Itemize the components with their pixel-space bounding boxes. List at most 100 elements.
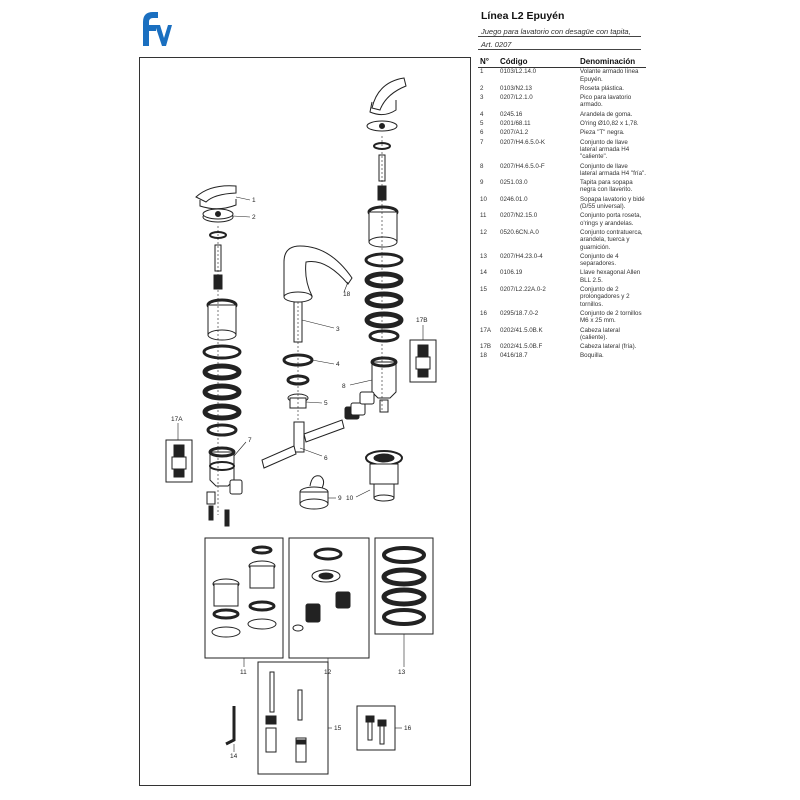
table-row: 12 0520.6CN.A.0 Conjunto contratuerca, ara… — [478, 229, 646, 253]
cell-name: Boquilla. — [580, 352, 604, 360]
cell-no: 8 — [480, 162, 484, 170]
kit-15-box — [257, 661, 329, 775]
callout-labels: 1 2 3 4 5 6 7 8 9 10 11 12 13 14 15 16 1… — [171, 197, 428, 760]
cell-name: Roseta plástica. — [580, 84, 625, 92]
cell-name: Conjunto de llave lateral armada H4 "cal… — [580, 138, 630, 161]
callout-16: 16 — [404, 725, 412, 732]
callout-17a: 17A — [171, 416, 183, 423]
cell-name: Arandela de goma. — [580, 110, 633, 118]
cell-name: Cabeza lateral (fría). — [580, 343, 637, 351]
cell-name: Tapita para sopapa negra con llaverito. — [580, 179, 633, 194]
spout-body — [283, 245, 353, 297]
table-row: 18 0416/18.7 Boquilla. — [478, 352, 646, 361]
cell-name: Sopapa lavatorio y bidé (D/55 universal)… — [580, 195, 645, 211]
cell-code: 0246.01.0 — [500, 195, 528, 203]
callout-9: 9 — [338, 495, 342, 502]
kit-12-box — [288, 537, 370, 659]
callout-8: 8 — [342, 383, 346, 390]
cell-no: 13 — [480, 252, 487, 260]
cell-no: 7 — [480, 138, 484, 146]
subtitle-divider — [478, 49, 641, 50]
cell-no: 14 — [480, 269, 487, 277]
page-title: Línea L2 Epuyén — [481, 10, 565, 22]
cell-name: O'ring Ø10,82 x 1,78. — [580, 120, 639, 128]
cell-no: 3 — [480, 94, 484, 102]
cell-code: 0207/A1.2 — [500, 129, 529, 137]
callout-15: 15 — [334, 725, 342, 732]
callout-10: 10 — [346, 495, 354, 502]
right-valve-assembly — [359, 77, 407, 413]
table-row: 6 0207/A1.2 Pieza "T" negra. — [478, 129, 646, 138]
callout-1: 1 — [252, 197, 256, 204]
column-header-no: N° — [478, 57, 500, 69]
cell-code: 0106.19 — [500, 269, 523, 277]
cell-code: 0207/H4.6.5.0-K — [500, 138, 546, 146]
cell-name: Conjunto de 4 separadores. — [580, 252, 619, 268]
diagram-frame — [139, 57, 471, 786]
callout-14: 14 — [230, 753, 238, 760]
cell-code: 0416/18.7 — [500, 352, 528, 360]
cell-no: 9 — [480, 179, 484, 187]
callout-3: 3 — [336, 326, 340, 333]
cell-no: 6 — [480, 129, 484, 137]
cell-code: 0207/H4.6.5.0-F — [500, 162, 545, 170]
cell-no: 18 — [480, 352, 487, 360]
cell-name: Conjunto de 2 tornillos M6 x 25 mm. — [580, 309, 642, 325]
cell-code: 0202/41.5.0B.K — [500, 326, 543, 334]
table-row: 8 0207/H4.6.5.0-F Conjunto de llave latera… — [478, 163, 646, 180]
table-row: 7 0207/H4.6.5.0-K Conjunto de llave latera… — [478, 139, 646, 163]
cell-name: Pico para lavatorio armado. — [580, 94, 632, 109]
cell-code: 0103/L2.14.0 — [500, 68, 537, 76]
cell-no: 4 — [480, 110, 484, 118]
cell-code: 0202/41.5.0B.F — [500, 343, 543, 351]
cell-no: 17B — [480, 343, 492, 351]
column-header-name: Denominación — [580, 57, 646, 69]
parts-table-header: N° Código Denominación — [478, 57, 646, 69]
pop-up-drain — [365, 450, 403, 502]
table-row: 17B 0202/41.5.0B.F Cabeza lateral (fría). — [478, 343, 646, 352]
cell-name: Cabeza lateral (caliente). — [580, 326, 620, 341]
cell-code: 0295/18.7.0-2 — [500, 309, 539, 317]
leader-lines — [177, 196, 424, 752]
cell-name: Conjunto de llave lateral armada H4 "frí… — [580, 162, 646, 177]
fv-logo-icon — [143, 12, 172, 46]
cell-no: 15 — [480, 286, 487, 294]
cell-code: 0245.16 — [500, 110, 523, 118]
cell-no: 12 — [480, 228, 487, 236]
callout-11: 11 — [240, 669, 247, 676]
cell-name: Pieza "T" negra. — [580, 129, 625, 137]
page-subtitle: Juego para lavatorio con desagüe con tap… — [481, 27, 631, 36]
callout-12: 12 — [324, 669, 332, 676]
cell-no: 2 — [480, 84, 484, 92]
cell-code: 0207/H4.23.0-4 — [500, 252, 543, 260]
allen-key-icon — [225, 706, 236, 746]
cell-name: Conjunto contratuerca, arandela, tuerca … — [580, 228, 643, 251]
drain-plug-assembly — [299, 475, 329, 510]
table-row: 2 0103/N2.13 Roseta plástica. — [478, 85, 646, 94]
left-handle-lever — [195, 185, 237, 203]
cell-code: 0207/N2.15.0 — [500, 212, 538, 220]
table-row: 4 0245.16 Arandela de goma. — [478, 111, 646, 120]
right-handle-lever — [371, 77, 407, 111]
table-row: 14 0106.19 Llave hexagonal Allen BLL 2.5. — [478, 269, 646, 286]
cell-name: Conjunto de 2 prolongadores y 2 tornillo… — [580, 286, 630, 308]
cell-code: 0103/N2.13 — [500, 84, 532, 92]
cell-name: Llave hexagonal Allen BLL 2.5. — [580, 269, 641, 284]
cartridge-17a-box — [165, 439, 193, 483]
column-header-code: Código — [500, 57, 580, 69]
cell-no: 1 — [480, 68, 484, 76]
table-row: 13 0207/H4.23.0-4 Conjunto de 4 separadore… — [478, 253, 646, 270]
left-valve-assembly — [195, 185, 243, 527]
cell-code: 0520.6CN.A.0 — [500, 228, 539, 236]
callout-17b: 17B — [416, 317, 428, 324]
callout-13: 13 — [398, 669, 406, 676]
